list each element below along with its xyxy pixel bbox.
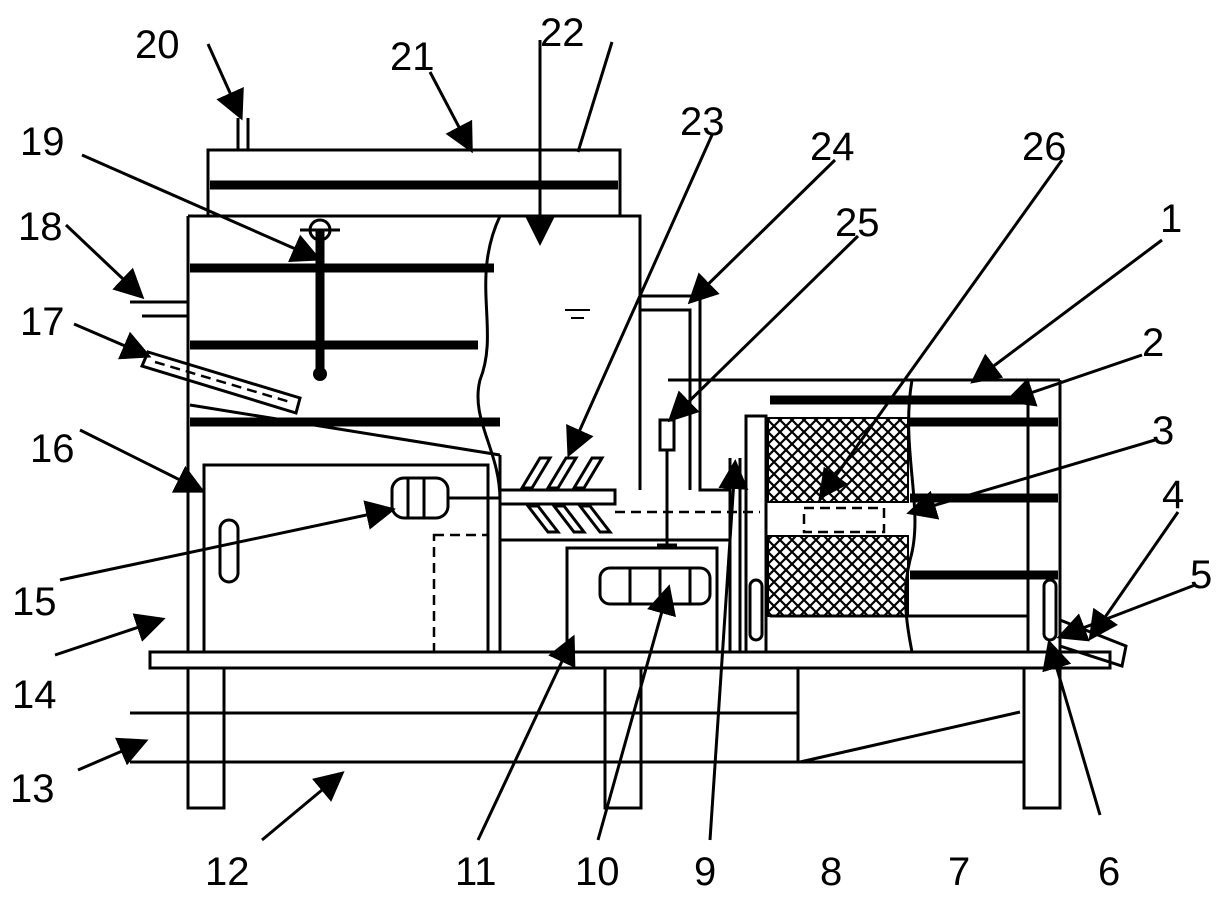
callout-4: 4 (1162, 473, 1184, 517)
base-platform (130, 650, 1112, 810)
callout-16: 16 (30, 427, 75, 471)
callout-26: 26 (1022, 125, 1067, 169)
callout-6: 6 (1098, 850, 1120, 894)
callout-12: 12 (205, 850, 250, 894)
callout-25: 25 (835, 201, 880, 245)
callout-7: 7 (948, 850, 970, 894)
filter-unit (668, 378, 1128, 668)
callout-labels: 20 21 22 23 24 25 26 1 2 3 4 5 6 7 8 9 1… (10, 11, 1212, 894)
main-tank (130, 214, 700, 652)
callout-20: 20 (135, 23, 180, 67)
callout-15: 15 (12, 580, 57, 624)
callout-22: 22 (540, 11, 585, 55)
callout-10: 10 (575, 850, 620, 894)
callout-8: 8 (820, 850, 842, 894)
callout-21: 21 (390, 35, 435, 79)
callout-17: 17 (20, 300, 65, 344)
callout-3: 3 (1152, 409, 1174, 453)
callout-9: 9 (694, 850, 716, 894)
leader-lines (54, 40, 1196, 842)
callout-23: 23 (680, 100, 725, 144)
callout-14: 14 (12, 673, 57, 717)
callout-24: 24 (810, 125, 855, 169)
callout-13: 13 (10, 767, 55, 811)
callout-18: 18 (18, 205, 63, 249)
lower-chamber (202, 463, 500, 654)
callout-1: 1 (1160, 197, 1182, 241)
callout-11: 11 (455, 850, 497, 894)
top-cover (206, 118, 622, 218)
callout-2: 2 (1142, 321, 1164, 365)
transfer-blades (498, 456, 760, 534)
callout-5: 5 (1190, 553, 1212, 597)
middle-chamber (498, 538, 732, 654)
callout-19: 19 (20, 120, 65, 164)
